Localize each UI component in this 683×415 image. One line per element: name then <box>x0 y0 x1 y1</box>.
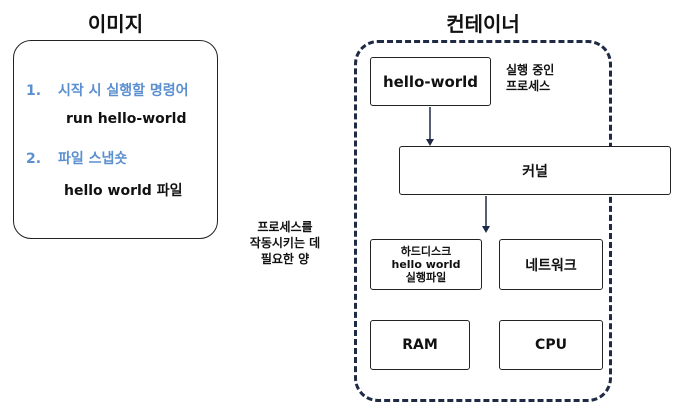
hdd-box: 하드디스크 hello world 실행파일 <box>370 239 482 290</box>
container-frame <box>354 40 612 402</box>
kernel-box: 커널 <box>399 146 671 195</box>
image-title: 이미지 <box>87 12 144 36</box>
image-panel <box>13 40 218 239</box>
item-label: 파일 스냅숏 <box>58 151 128 167</box>
image-item-snapshot: 2. 파일 스냅숏 <box>26 148 127 168</box>
process-box: hello-world <box>370 57 491 106</box>
cpu-box: CPU <box>499 320 603 370</box>
image-item-command-detail: run hello-world <box>66 111 187 127</box>
item-number: 2. <box>26 151 42 167</box>
image-item-command: 1. 시작 시 실행할 명령어 <box>26 80 189 100</box>
ram-box: RAM <box>370 320 470 370</box>
arrowhead-kernel-to-hardware <box>482 226 490 233</box>
network-box: 네트워크 <box>499 239 603 290</box>
item-label: 시작 시 실행할 명령어 <box>58 83 189 99</box>
process-note: 실행 중인 프로세스 <box>506 63 555 93</box>
image-item-snapshot-detail: hello world 파일 <box>64 183 183 199</box>
resource-note: 프로세스를 작동시키는 데 필요한 양 <box>249 220 321 266</box>
arrowhead-process-to-kernel <box>426 139 434 146</box>
item-number: 1. <box>26 83 42 99</box>
container-title: 컨테이너 <box>446 12 520 36</box>
